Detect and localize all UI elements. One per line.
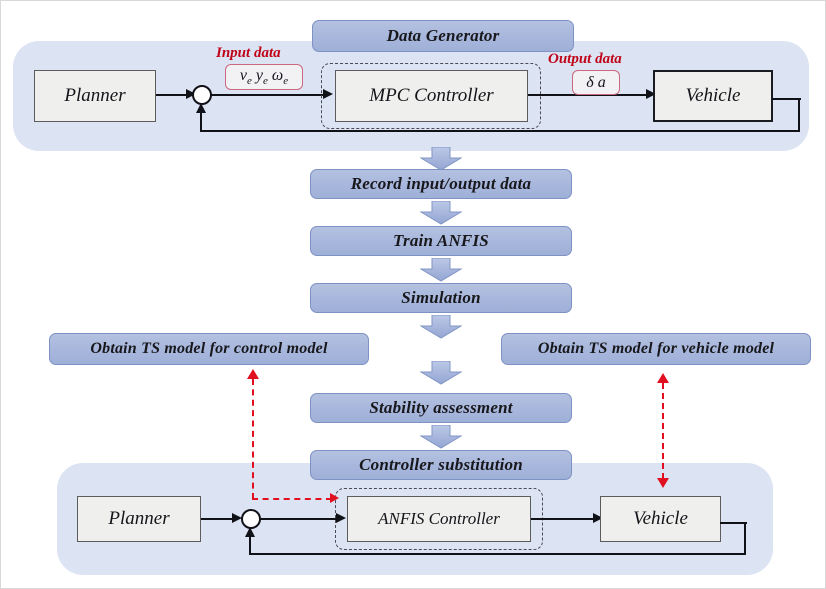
- feedback-bottom-segment-down: [744, 522, 747, 555]
- red-arrow-head-right-icon: [330, 493, 339, 503]
- connector-planner-to-sum-top: [156, 94, 188, 97]
- connector-sum-to-mpc: [211, 94, 327, 97]
- feedback-top-segment-down: [798, 98, 801, 132]
- pipeline-step-record: Record input/output data: [310, 169, 572, 199]
- connector-mpc-to-vehicle: [528, 94, 651, 97]
- input-signal-text: ve ye ωe: [239, 66, 289, 88]
- connector-planner-to-sum-bottom: [201, 518, 235, 521]
- planner-block-bottom: Planner: [77, 496, 201, 542]
- summing-junction-bottom: [241, 509, 261, 529]
- summing-junction-top: [192, 85, 212, 105]
- feedback-bottom-segment-bottom: [249, 553, 746, 556]
- down-block-arrow-icon: [420, 315, 462, 339]
- input-data-annotation-label: Input data: [216, 45, 281, 61]
- down-block-arrow-icon: [420, 425, 462, 449]
- red-dashed-left-horizontal: [252, 498, 332, 500]
- red-arrow-head-up-icon: [247, 369, 259, 379]
- feedback-top-segment-up: [200, 111, 203, 132]
- feedback-bottom-segment-up: [249, 535, 252, 555]
- pipeline-step-train-anfis: Train ANFIS: [310, 226, 572, 256]
- arrow-head-right-icon: [232, 513, 242, 523]
- arrow-head-right-icon: [186, 89, 196, 99]
- planner-block-top: Planner: [34, 70, 156, 122]
- output-data-signal-box: δ a: [572, 70, 620, 95]
- obtain-ts-model-control: Obtain TS model for control model: [49, 333, 369, 365]
- red-dashed-left-vertical: [252, 379, 254, 499]
- down-block-arrow-icon: [420, 201, 462, 225]
- pipeline-step-simulation: Simulation: [310, 283, 572, 313]
- pipeline-step-stability-assessment: Stability assessment: [310, 393, 572, 423]
- connector-sum-to-anfis: [260, 518, 340, 521]
- down-block-arrow-icon: [420, 361, 462, 385]
- feedback-bottom-segment-right: [720, 522, 747, 525]
- obtain-ts-model-vehicle: Obtain TS model for vehicle model: [501, 333, 811, 365]
- feedback-top-segment-right: [772, 98, 801, 101]
- arrow-head-right-icon: [593, 513, 603, 523]
- anfis-controller-block: ANFIS Controller: [347, 496, 531, 542]
- input-data-signal-box: ve ye ωe: [225, 64, 303, 90]
- vehicle-block-bottom: Vehicle: [600, 496, 721, 542]
- pipeline-step-controller-substitution: Controller substitution: [310, 450, 572, 480]
- arrow-head-right-icon: [646, 89, 656, 99]
- arrow-head-up-icon: [245, 527, 255, 537]
- output-data-annotation-label: Output data: [548, 51, 622, 67]
- feedback-top-segment-bottom: [200, 130, 800, 133]
- down-block-arrow-icon: [420, 258, 462, 282]
- down-block-arrow-icon: [420, 147, 462, 171]
- arrow-head-up-icon: [196, 103, 206, 113]
- mpc-controller-block: MPC Controller: [335, 70, 528, 122]
- connector-anfis-to-vehicle: [531, 518, 598, 521]
- red-arrow-head-up-icon: [657, 373, 669, 383]
- vehicle-block-top: Vehicle: [653, 70, 773, 122]
- red-dashed-right-vertical: [662, 383, 664, 479]
- data-generator-header: Data Generator: [312, 20, 574, 52]
- arrow-head-right-icon: [336, 513, 346, 523]
- red-arrow-head-down-icon: [657, 478, 669, 488]
- arrow-head-right-icon: [323, 89, 333, 99]
